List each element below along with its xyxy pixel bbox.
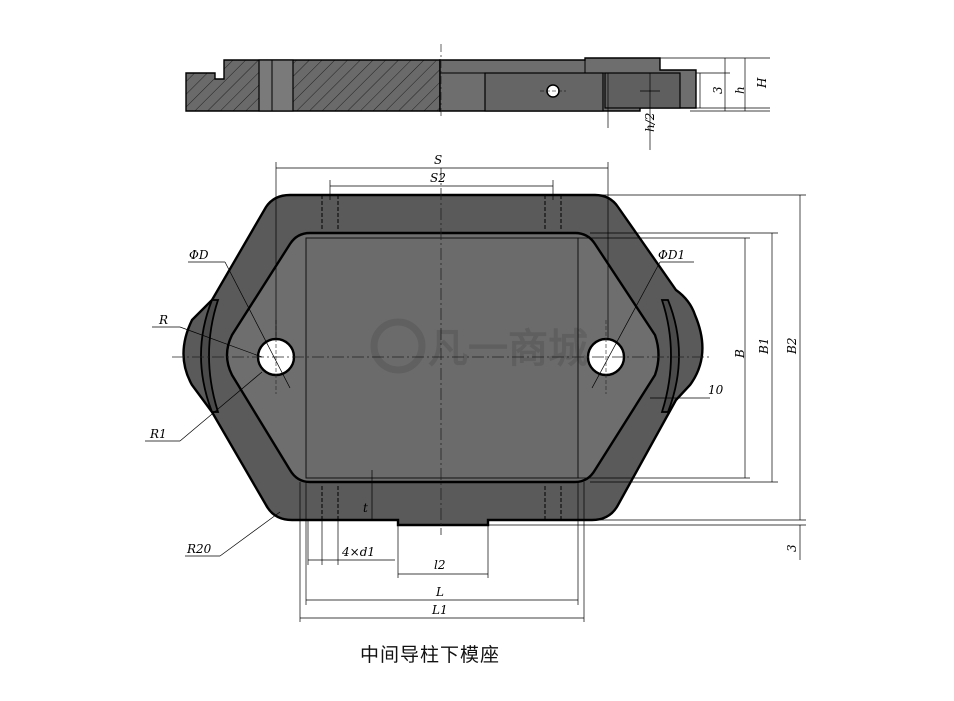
- dim-3-bottom: 3: [785, 544, 799, 552]
- dim-3-top: 3: [711, 86, 725, 94]
- dim-H: H: [755, 77, 769, 89]
- dim-10: 10: [708, 383, 724, 397]
- dim-phi-d: ΦD: [189, 248, 209, 262]
- watermark: 凡一商城: [370, 318, 588, 374]
- plan-view: [172, 168, 712, 535]
- dim-b2: B2: [785, 338, 799, 355]
- dim-r: R: [158, 313, 168, 327]
- dim-4xd1: 4×d1: [341, 545, 375, 559]
- dim-l2: l2: [434, 558, 445, 572]
- dim-l1: L1: [431, 603, 448, 617]
- dim-h-half: h/2: [643, 113, 657, 132]
- dim-s2: S2: [430, 171, 446, 185]
- dim-r1: R1: [149, 427, 167, 441]
- plan-dimensions: [145, 162, 806, 622]
- dim-l: L: [435, 585, 444, 599]
- dim-phi-d1: ΦD1: [658, 248, 685, 262]
- dim-t: t: [363, 501, 368, 515]
- dim-s: S: [434, 153, 442, 167]
- dim-r20: R20: [186, 542, 212, 556]
- watermark-text: 凡一商城: [428, 326, 588, 372]
- dim-h: h: [733, 86, 747, 94]
- drawing-caption: 中间导柱下模座: [359, 644, 500, 666]
- dim-b: B: [733, 349, 747, 359]
- side-view: [185, 44, 770, 150]
- dim-b1: B1: [757, 338, 771, 355]
